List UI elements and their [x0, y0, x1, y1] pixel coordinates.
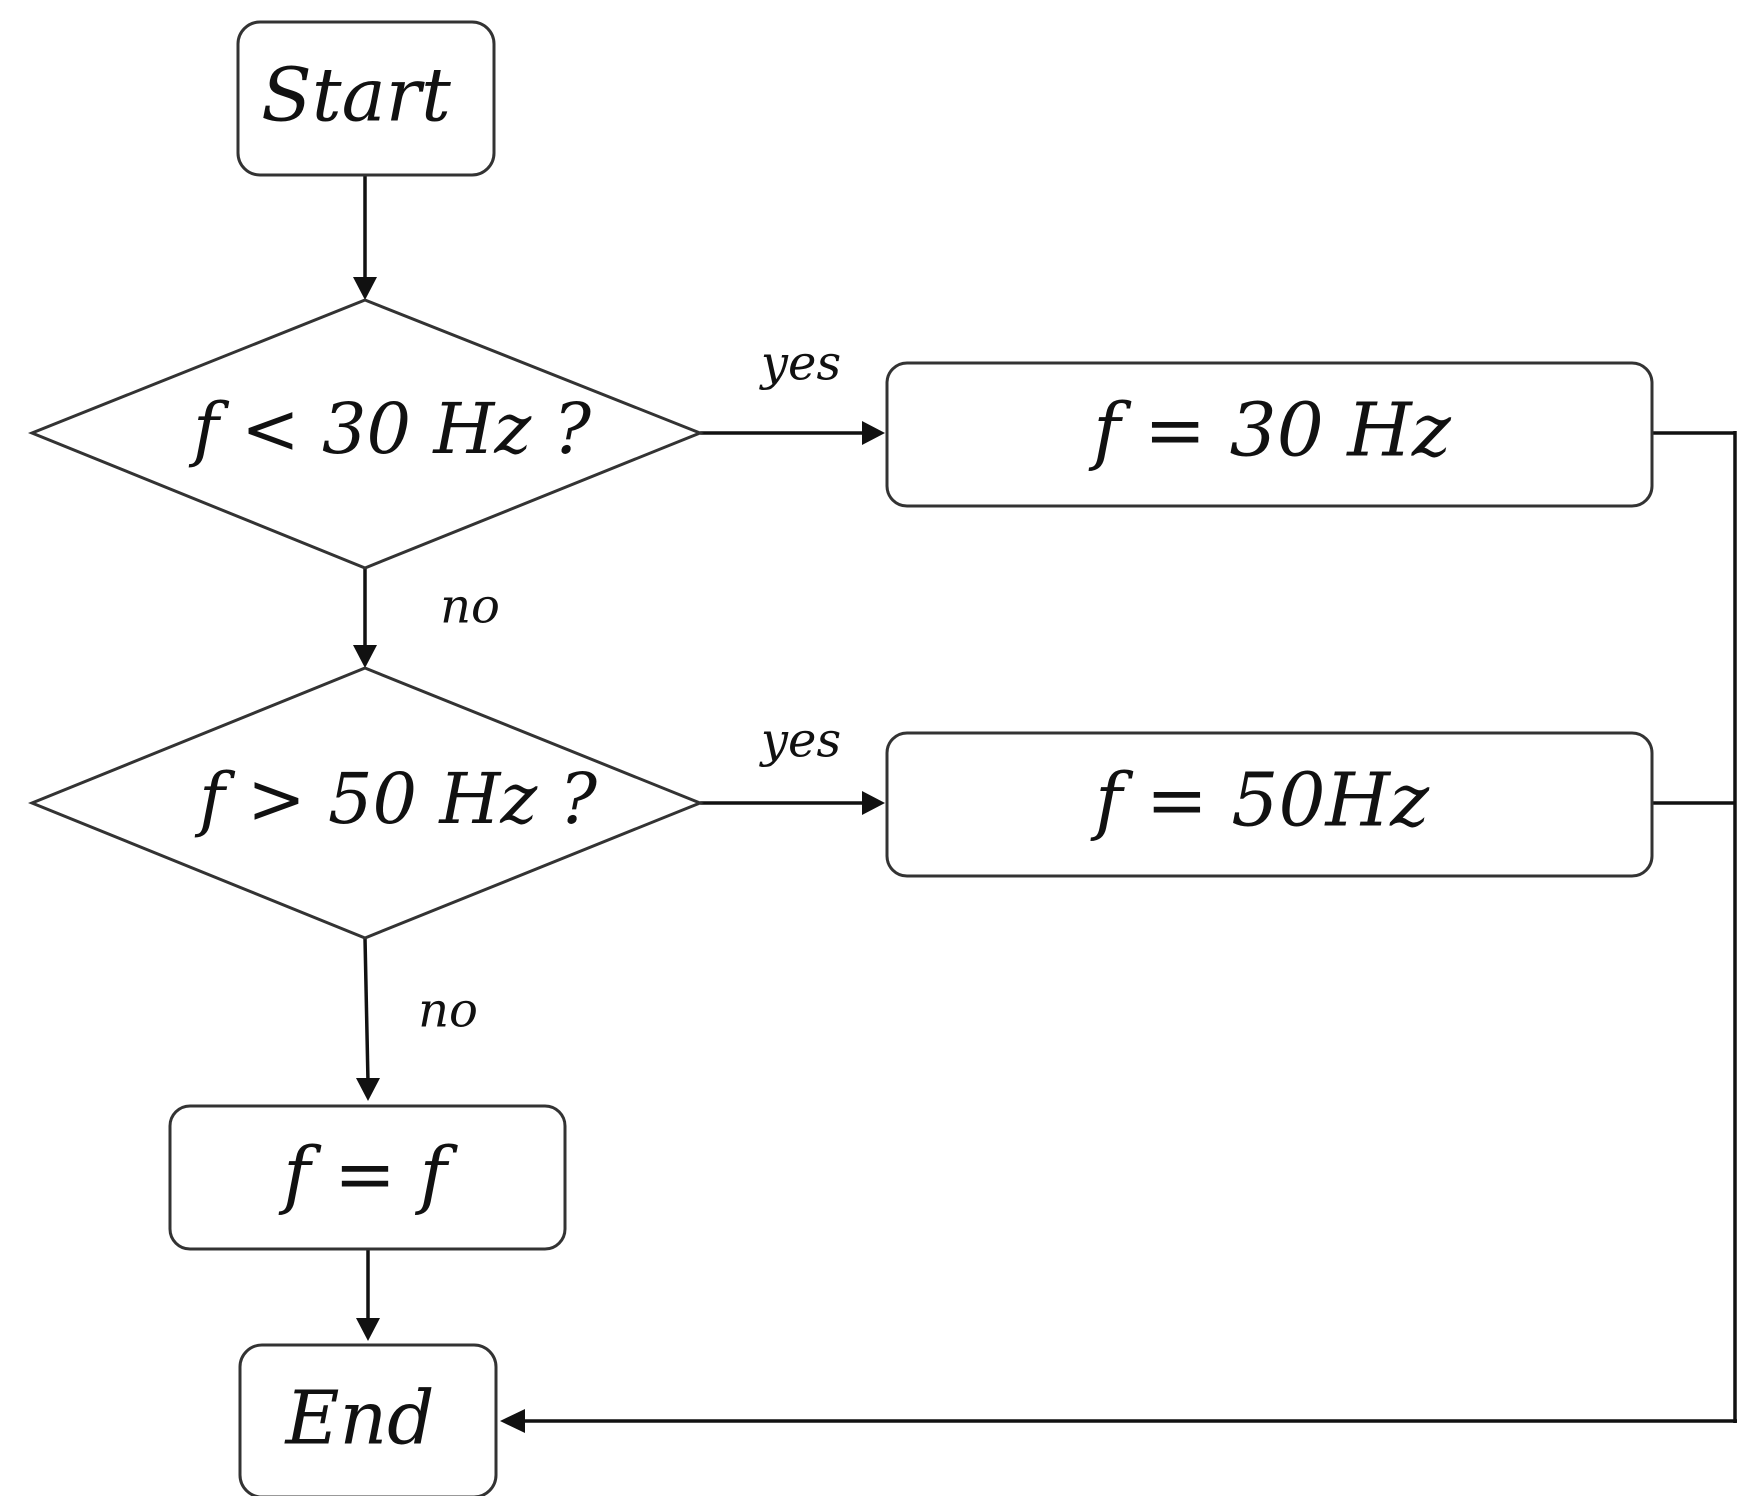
arrowhead-processkeep-to-end: [356, 1318, 380, 1341]
process-50-node: f = 50Hz: [885, 731, 1654, 878]
decision-2-node: f > 50 Hz ?: [28, 666, 705, 940]
process-50-label: f = 50Hz: [1090, 757, 1430, 843]
process-30-node: f = 30 Hz: [885, 361, 1654, 508]
decision-1-node: f < 30 Hz ?: [27, 298, 705, 570]
arrowhead-decision2-to-processkeep: [356, 1078, 380, 1101]
arrowhead-decision2-to-process50: [862, 791, 885, 815]
end-node: End: [238, 1343, 498, 1496]
process-30-label: f = 30 Hz: [1088, 387, 1452, 473]
arrowhead-start-to-decision1: [353, 277, 377, 300]
arrowhead-return-to-end: [500, 1409, 525, 1433]
start-label: Start: [261, 52, 451, 138]
arrowhead-decision1-to-process30: [862, 421, 885, 445]
decision-2-label: f > 50 Hz ?: [194, 758, 598, 840]
start-node: Start: [236, 20, 496, 177]
edge-label-d1-yes: yes: [759, 336, 841, 392]
connector-decision2-to-processkeep: [363, 937, 370, 1083]
edge-label-d2-no: no: [418, 983, 478, 1039]
process-keep-node: f = f: [168, 1104, 567, 1251]
decision-1-label: f < 30 Hz ?: [188, 388, 592, 470]
arrowhead-decision1-to-decision2: [353, 645, 377, 668]
end-label: End: [283, 1375, 434, 1461]
edge-label-d2-yes: yes: [759, 713, 841, 769]
edge-label-d1-no: no: [440, 579, 500, 635]
connectors: [353, 175, 1737, 1433]
process-keep-label: f = f: [278, 1131, 458, 1217]
